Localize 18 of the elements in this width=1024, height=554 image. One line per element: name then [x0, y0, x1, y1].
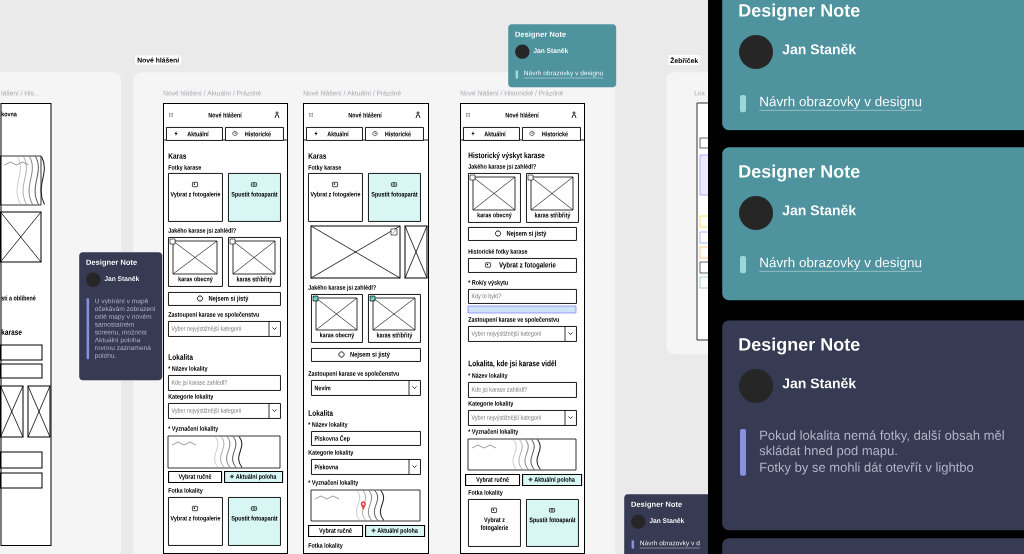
author-name: Jan Staněk: [782, 43, 857, 55]
section-heading: Karas: [308, 153, 327, 159]
note-title: Designer Note: [739, 164, 860, 182]
section-heading: Lokalita, kde jsi karase viděl: [468, 360, 556, 368]
note-title: Designer Note: [739, 3, 860, 21]
note-card: [722, 538, 1024, 554]
author-name: Jan Staněk: [782, 377, 857, 389]
section-heading: Karas: [168, 153, 187, 159]
section-heading: Lokalita: [168, 354, 194, 360]
note-link: Návrh obrazovky v designu: [759, 257, 923, 272]
section-heading: karase: [1, 329, 22, 335]
note-text: Pokud lokalita nemá fotky, další obsah měl skládat hned pod mapu.: [759, 430, 1004, 458]
section-heading: Historický výskyt karase: [468, 152, 545, 160]
author-name: Jan Staněk: [782, 204, 857, 216]
note-title: Designer Note: [739, 337, 860, 355]
note-link: Návrh obrazovky v designu: [759, 96, 923, 111]
note-text: Fotky by se mohli dát otevřít v lightbo: [760, 462, 974, 475]
section-heading: Lokalita: [308, 410, 334, 416]
